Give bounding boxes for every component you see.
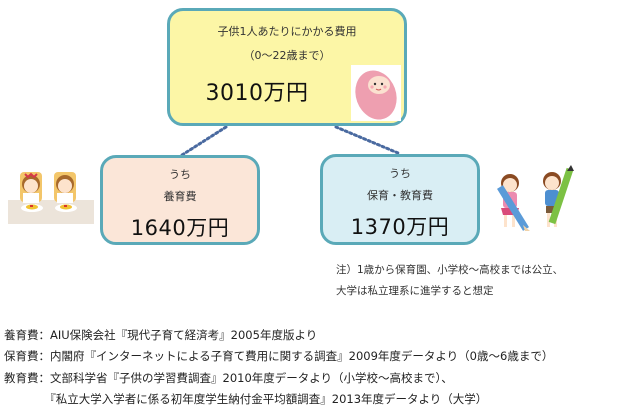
source-university-cost: 『私立大学入学者に係る初年度学生納付金平均額調査』2013年度データより（大学） bbox=[4, 392, 488, 406]
education-cost-box: うち 保育・教育費 1370万円 bbox=[320, 154, 480, 245]
education-cost-label: 保育・教育費 bbox=[367, 189, 433, 202]
baby-icon bbox=[351, 65, 401, 121]
source-education-cost: 教育費：文部科学省『子供の学習費調査』2010年度データより（小学校〜高校まで）… bbox=[4, 371, 453, 385]
living-cost-label: 養育費 bbox=[163, 190, 197, 203]
assumption-note-line-2: 大学は私立理系に進学すると想定 bbox=[336, 285, 494, 297]
total-cost-age-range: （0〜22歳まで） bbox=[243, 49, 331, 62]
living-cost-box: うち 養育費 1640万円 bbox=[100, 155, 260, 245]
total-cost-amount: 3010万円 bbox=[205, 81, 309, 106]
education-cost-amount: 1370万円 bbox=[350, 215, 450, 239]
children-eating-icon bbox=[8, 168, 94, 224]
education-cost-prefix: うち bbox=[389, 167, 411, 180]
total-cost-title: 子供1人あたりにかかる費用 bbox=[217, 25, 357, 38]
source-living-cost: 養育費：AIU保険会社『現代子育て経済考』2005年度版より bbox=[4, 328, 318, 342]
living-cost-prefix: うち bbox=[169, 168, 191, 181]
living-cost-amount: 1640万円 bbox=[130, 216, 230, 240]
source-childcare-cost: 保育費：内閣府『インターネットによる子育て費用に関する調査』2009年度データよ… bbox=[4, 349, 554, 363]
children-with-pencils-icon bbox=[490, 165, 580, 237]
assumption-note-line-1: 注）1歳から保育園、小学校〜高校までは公立、 bbox=[336, 264, 564, 276]
total-cost-box: 子供1人あたりにかかる費用 （0〜22歳まで） 3010万円 bbox=[167, 8, 407, 126]
